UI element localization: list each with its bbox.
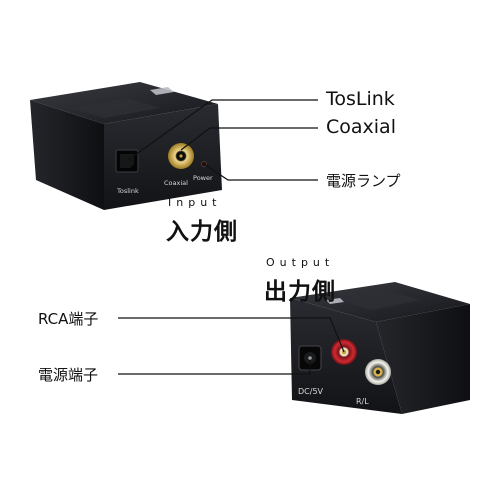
output-callout-lines [118,317,345,375]
input-heading: 入力側 [166,219,238,245]
power-terminal-callout: 電源端子 [38,366,99,384]
power-lamp-label: Power [193,174,213,182]
rl-port-label: R/L [356,397,369,406]
rca-callout: RCA端子 [38,310,99,328]
output-heading-small: Output [266,256,335,269]
output-device-side [376,304,470,414]
input-callout-lines [127,99,318,181]
output-device: DC/5V R/L [290,282,470,414]
toslink-port [115,149,139,173]
input-device: Toslink Coaxial Power [30,82,222,210]
coaxial-callout: Coaxial [326,116,396,138]
toslink-port-label: Toslink [116,187,139,195]
output-heading: 出力側 [264,279,336,305]
input-device-side [30,100,104,210]
input-device-front [104,104,222,210]
power-lamp-callout: 電源ランプ [326,172,401,190]
coaxial-port [168,143,194,169]
dc-port-label: DC/5V [298,387,324,396]
toslink-callout: TosLink [326,88,395,110]
rca-white-port [365,359,391,385]
input-heading-small: Input [168,196,222,209]
coaxial-port-label: Coaxial [164,179,188,187]
